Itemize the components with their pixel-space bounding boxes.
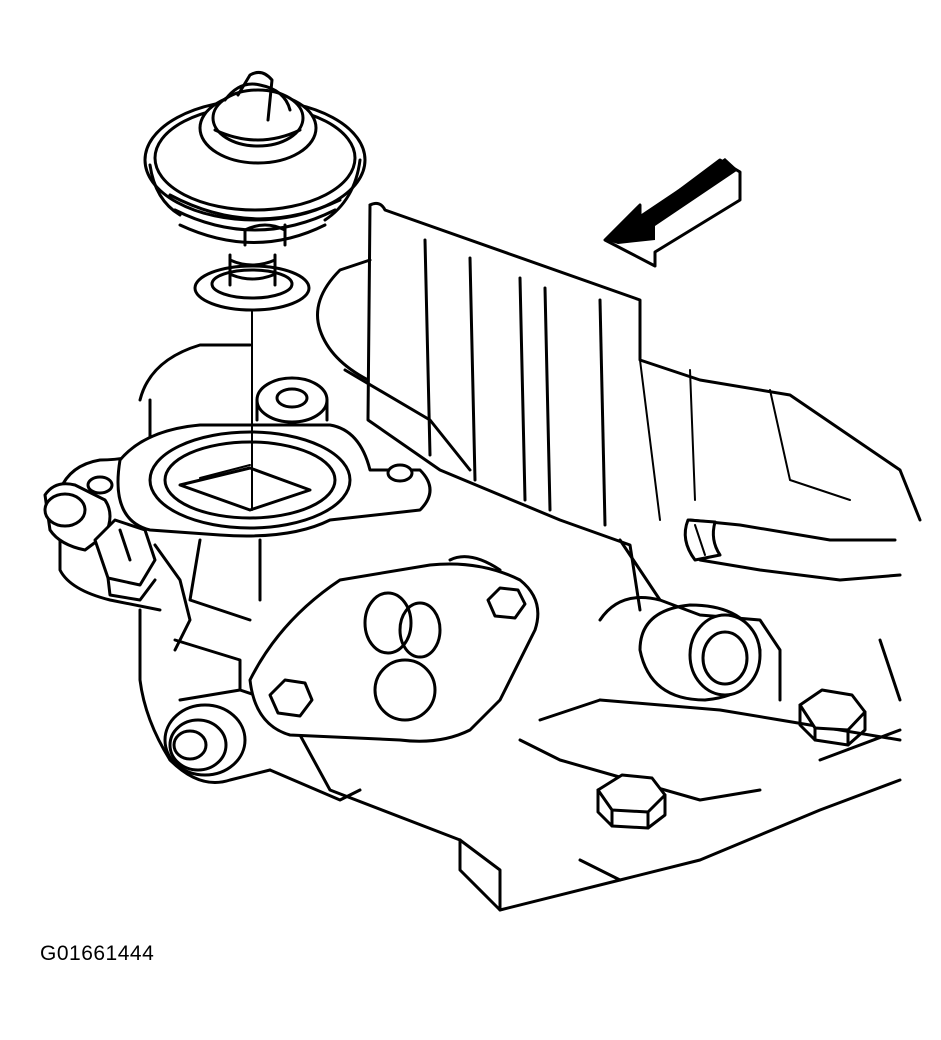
- vacuum-hose: [683, 518, 902, 582]
- bolt-center: [596, 773, 667, 830]
- tube-fitting-nut: [43, 482, 192, 652]
- intake-manifold: [316, 201, 922, 612]
- bolt-right: [798, 688, 867, 747]
- housing-plug: [163, 703, 247, 777]
- figure-id-label: G01661444: [40, 942, 155, 965]
- engine-block: [458, 538, 902, 912]
- egr-adapter-plate: [248, 555, 540, 743]
- front-arrow-icon: [603, 158, 742, 268]
- egr-gasket: [193, 253, 311, 312]
- egr-valve: [143, 70, 367, 247]
- egr-mounting-base: [58, 343, 432, 538]
